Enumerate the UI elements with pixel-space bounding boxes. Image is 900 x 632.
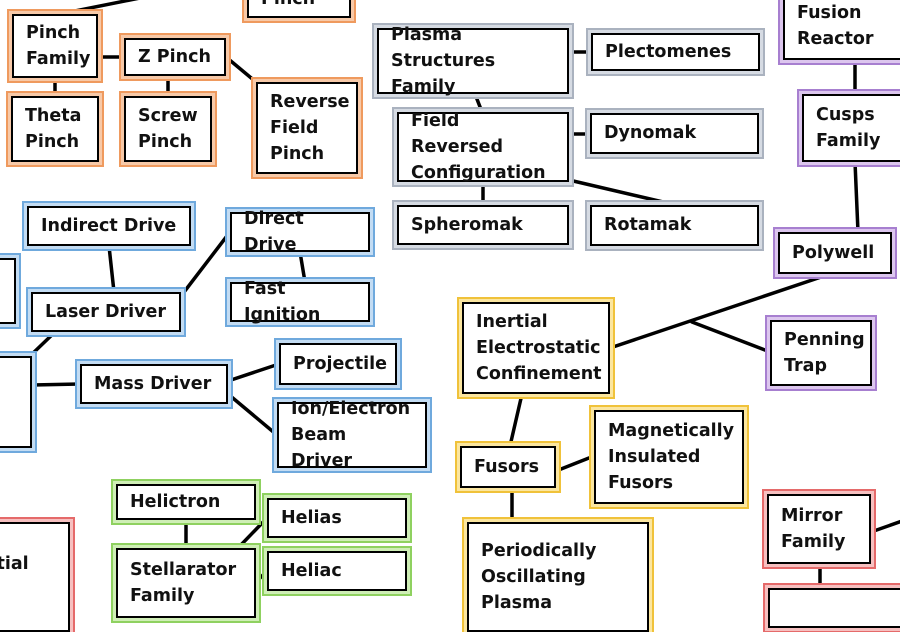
node-cusps-family: Cusps Family: [802, 94, 900, 162]
node-rotamak: Rotamak: [590, 205, 759, 246]
node-projectile: Projectile: [279, 343, 397, 385]
node-stellarator-family: Stellarator Family: [116, 548, 256, 618]
node-z-pinch: Z Pinch: [124, 38, 226, 76]
node-heliac: Heliac: [267, 551, 407, 591]
edge-plasma-structures-family-field-reversed-configuration: [473, 92, 484, 114]
node-plasma-structures-family: Plasma Structures Family: [377, 25, 569, 97]
edge-z-pinch-reverse-field-pinch: [224, 55, 258, 84]
node-pinch-top: Pinch: [247, 0, 351, 18]
node-mass-driver: Mass Driver: [80, 364, 228, 404]
node-ion-electron-beam-driver: Ion/Electron Beam Driver: [277, 399, 427, 471]
node-polywell: Polywell: [778, 232, 892, 274]
node-penning-trap: Penning Trap: [770, 320, 872, 386]
edge-inertial-electrostatic-confinement-penning-trap: [690, 320, 772, 354]
node-magnetically-insulated-fusors: Magnetically Insulated Fusors: [594, 410, 744, 504]
edge-indirect-drive-laser-driver: [107, 244, 116, 294]
node-fusion-reactor: Fusion Reactor: [783, 0, 900, 60]
edge-mass-driver-projectile: [226, 362, 281, 383]
edge-blue-left-mid-mass-driver: [30, 382, 82, 387]
edge-fusors-magnetically-insulated-fusors: [554, 454, 596, 473]
edge-direct-drive-fast-ignition: [298, 250, 307, 284]
node-pinch-family: Pinch Family: [12, 14, 98, 78]
node-laser-driver: Laser Driver: [31, 292, 181, 332]
node-helictron: Helictron: [116, 484, 256, 520]
node-field-reversed-configuration: Field Reversed Configuration: [397, 111, 569, 183]
node-red-bottom-right: [768, 588, 900, 628]
edge-laser-driver-direct-drive: [179, 230, 232, 298]
node-blue-left-top: [0, 258, 16, 324]
edge-cusps-family-polywell: [853, 160, 860, 234]
edge-polywell-inertial-electrostatic-confinement: [608, 272, 832, 350]
node-indirect-drive: Indirect Drive: [27, 206, 191, 246]
edge-pinch-family-offscreen-top: [58, 0, 139, 16]
edge-stellarator-family-heliac: [254, 569, 269, 584]
edge-field-reversed-configuration-rotamak: [567, 178, 678, 207]
edge-inertial-electrostatic-confinement-fusors: [508, 392, 524, 448]
node-fast-ignition: Fast Ignition: [230, 279, 370, 325]
node-helias: Helias: [267, 498, 407, 538]
node-plectomenes: Plectomenes: [591, 33, 760, 71]
edge-mirror-family-offscreen-right: [869, 519, 900, 534]
node-theta-pinch: Theta Pinch: [11, 96, 99, 162]
node-periodically-oscillating-plasma: Periodically Oscillating Plasma: [467, 522, 649, 632]
edge-laser-driver-blue-left-mid: [28, 330, 57, 358]
diagram-edges: [28, 0, 900, 590]
node-direct-drive: Direct Drive: [230, 209, 370, 255]
node-reverse-field-pinch: Reverse Field Pinch: [256, 82, 358, 174]
node-mirror-family: Mirror Family: [767, 494, 871, 564]
edge-stellarator-family-helias: [236, 516, 269, 550]
node-spheromak: Spheromak: [397, 205, 569, 245]
node-fusors: Fusors: [460, 446, 556, 488]
edge-mass-driver-ion-electron-beam-driver: [226, 392, 279, 437]
node-dynomak: Dynomak: [590, 113, 759, 154]
node-screw-pinch: Screw Pinch: [124, 96, 212, 162]
node-inertial-electrostatic-confinement: Inertial Electrostatic Confinement: [462, 302, 610, 394]
node-red-left: ertial F): [0, 522, 70, 632]
node-blue-left-mid: [0, 356, 32, 448]
